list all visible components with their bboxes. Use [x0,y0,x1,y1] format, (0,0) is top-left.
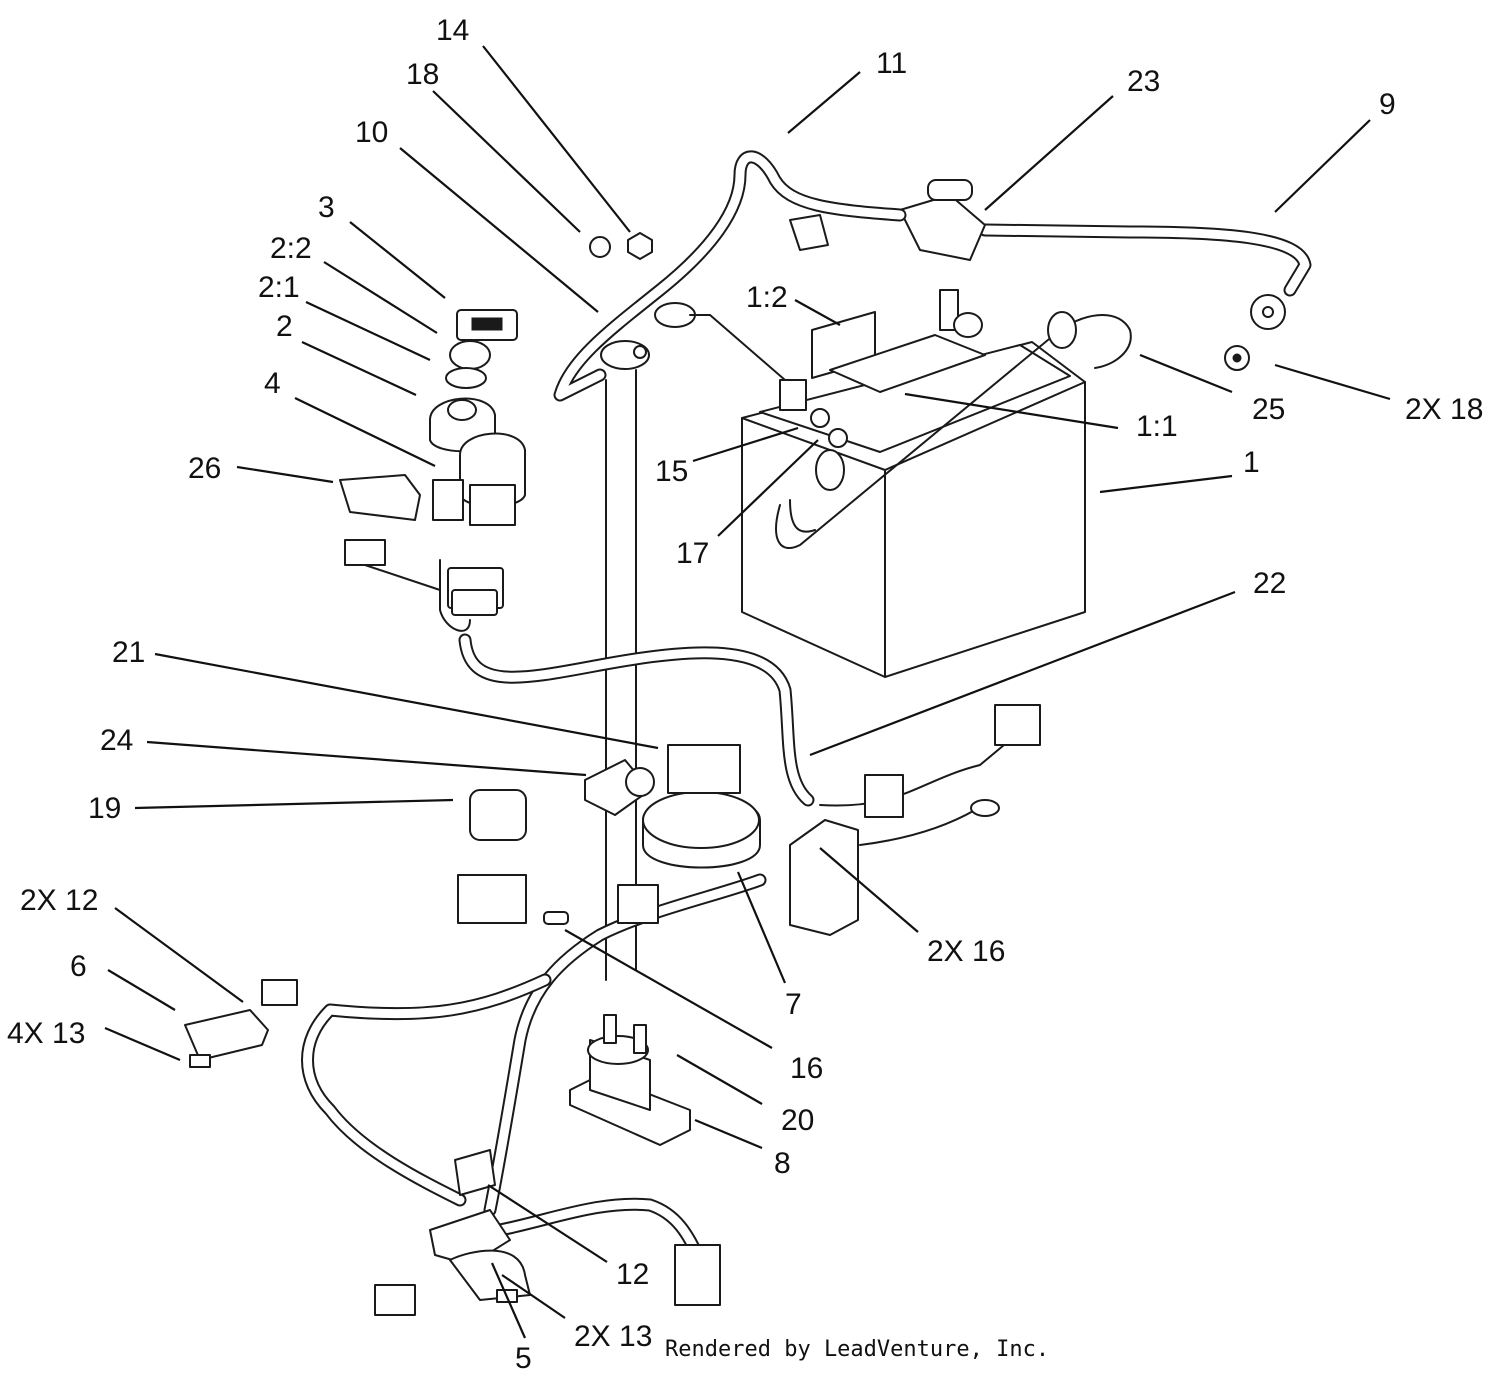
callout-3: 3 [318,191,335,224]
battery [741,289,1132,678]
callout-4x13: 4X 13 [7,1017,85,1050]
leader-lines [104,45,1391,1339]
callout-2x18: 2X 18 [1405,393,1483,426]
callout-22: 22 [1253,567,1286,600]
callout-10: 10 [355,116,388,149]
callout-17: 17 [676,537,709,570]
callout-16: 16 [790,1052,823,1085]
callout-4: 4 [264,367,281,400]
positive-battery-cable [899,179,1312,371]
callout-26: 26 [188,452,221,485]
callout-19: 19 [88,792,121,825]
safety-switch [184,1009,721,1316]
callout-15: 15 [655,455,688,488]
callout-1-1: 1:1 [1136,410,1178,443]
ignition-switch [339,309,526,526]
callout-5: 5 [515,1342,532,1375]
callout-7: 7 [785,988,802,1021]
callout-2-2: 2:2 [270,232,312,265]
rendered-by-credit: Rendered by LeadVenture, Inc. [665,1337,1050,1362]
callout-2-1: 2:1 [258,271,300,304]
callout-1: 1 [1243,446,1260,479]
callout-2x13: 2X 13 [574,1320,652,1353]
callout-20: 20 [781,1104,814,1137]
callout-18: 18 [406,58,439,91]
callout-24: 24 [100,724,133,757]
callout-23: 23 [1127,65,1160,98]
callout-25: 25 [1252,393,1285,426]
callout-12: 12 [616,1258,649,1291]
callout-21: 21 [112,636,145,669]
callout-9: 9 [1379,88,1396,121]
vertical-reference-lines [605,369,637,981]
callout-8: 8 [774,1147,791,1180]
starter-solenoid [569,1014,691,1146]
callout-11: 11 [876,47,907,80]
callout-2x12: 2X 12 [20,884,98,917]
callout-2: 2 [276,310,293,343]
callout-labels: 14 18 11 23 9 10 3 2:2 2:1 2 4 26 1:2 25… [7,14,1483,1375]
callout-2x16: 2X 16 [927,935,1005,968]
main-wire-harness [261,539,1041,1267]
callout-6: 6 [70,950,87,983]
callout-1-2: 1:2 [746,281,788,314]
callout-14: 14 [436,14,469,47]
negative-battery-cable [553,150,907,402]
